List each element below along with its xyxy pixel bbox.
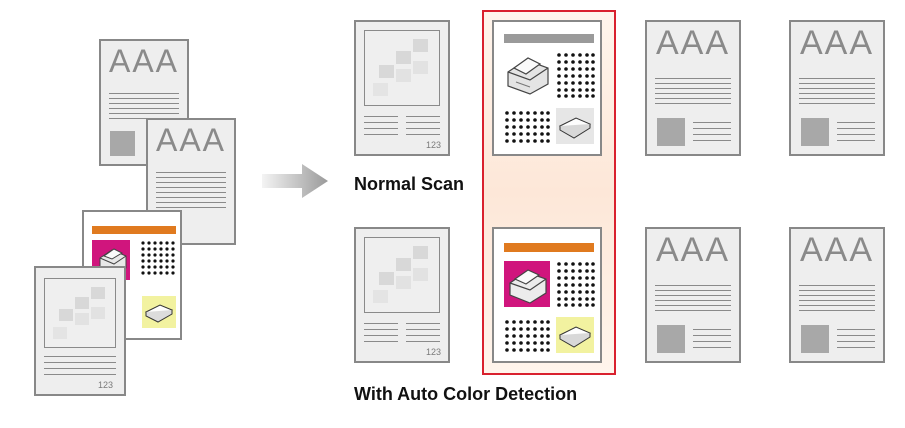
image-placeholder [801, 325, 829, 353]
normal-color-page-grayscale [492, 20, 602, 156]
normal-photo-page: 123 [354, 20, 450, 156]
printer-icon [507, 57, 549, 95]
auto-photo-page: 123 [354, 227, 450, 363]
image-placeholder [110, 131, 135, 156]
gray-title-bar [504, 34, 594, 43]
normal-scan-caption: Normal Scan [354, 174, 465, 194]
page-heading: AAA [655, 231, 731, 269]
normal-text-page-1: AAA [645, 20, 741, 156]
page-number: 123 [426, 140, 442, 150]
page-heading: AAA [655, 24, 731, 62]
dot-grid [557, 262, 595, 307]
dot-grid [505, 111, 550, 143]
page-heading: AAA [108, 43, 180, 79]
photo-frame [364, 30, 440, 106]
dot-grid [557, 53, 595, 98]
image-placeholder [801, 118, 829, 146]
dot-grid [141, 241, 175, 275]
arrow-right-icon [262, 164, 328, 198]
page-number: 123 [426, 347, 442, 357]
page-heading: AAA [799, 231, 875, 269]
page-heading: AAA [155, 122, 227, 158]
orange-title-bar [92, 226, 176, 234]
auto-color-caption: With Auto Color Detection [354, 384, 578, 404]
scanner-icon [144, 304, 174, 323]
auto-text-page-2: AAA [789, 227, 885, 363]
dot-grid [505, 320, 550, 352]
scanner-icon [558, 326, 592, 348]
printer-icon [509, 269, 547, 304]
image-placeholder [657, 118, 685, 146]
photo-frame [364, 237, 440, 313]
photo-frame [44, 278, 116, 348]
image-placeholder [657, 325, 685, 353]
page-number: 123 [98, 380, 114, 390]
page-heading: AAA [799, 24, 875, 62]
auto-color-page [492, 227, 602, 363]
orange-title-bar [504, 243, 594, 252]
normal-text-page-2: AAA [789, 20, 885, 156]
input-text-page-back: AAA [99, 39, 189, 166]
scanner-icon [558, 117, 592, 139]
auto-text-page-1: AAA [645, 227, 741, 363]
input-photo-page: 123 [34, 266, 126, 396]
